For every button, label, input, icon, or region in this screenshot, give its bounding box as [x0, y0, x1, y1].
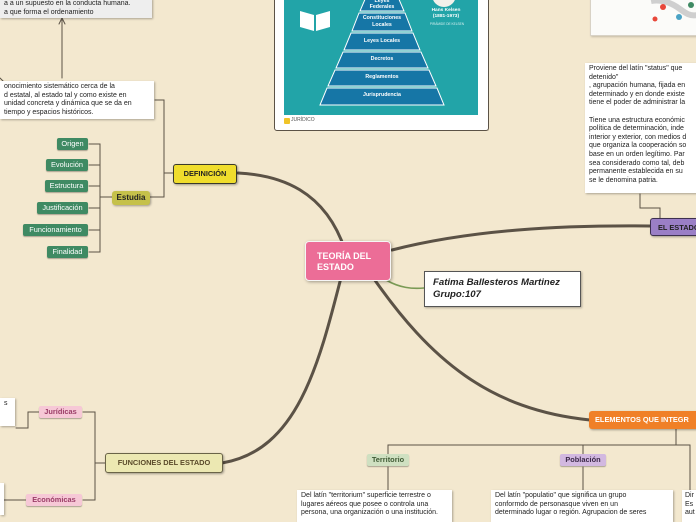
kelsen-image-footer: JURÍDICO: [291, 117, 315, 123]
item-finalidad[interactable]: Finalidad: [47, 246, 88, 258]
author-name: Fatima Ballesteros Martinez: [433, 277, 560, 288]
jurídico-logo-icon: [284, 118, 290, 124]
pyramid-level-1: Leyes Federales: [369, 0, 395, 10]
top-right-image: [590, 0, 696, 36]
book-icon: [300, 11, 330, 31]
pyramid-graphic: [300, 0, 455, 106]
central-topic[interactable]: TEORÍA DEL ESTADO: [305, 241, 391, 281]
funciones-topic[interactable]: FUNCIONES DEL ESTADO: [105, 453, 223, 473]
pyramid-level-2: Constituciones Locales: [362, 15, 402, 28]
el-estado-note: Proviene del latín "status" que detenido…: [585, 63, 696, 193]
economicas-subtopic[interactable]: Económicas: [26, 494, 82, 506]
kelsen-pyramid-image: Leyes Federales Constituciones Locales L…: [274, 0, 489, 131]
pyramid-level-3: Leyes Locales: [363, 38, 401, 44]
elementos-right-note: Dir Es aut: [682, 490, 696, 522]
central-topic-title: TEORÍA DEL ESTADO: [317, 251, 372, 272]
author-box[interactable]: Fatima Ballesteros Martinez Grupo:107: [424, 271, 581, 307]
poblacion-note: Del latín "populatio" que significa un g…: [491, 490, 673, 522]
territorio-subtopic[interactable]: Territorio: [367, 454, 409, 466]
kelsen-image-teal-panel: Leyes Federales Constituciones Locales L…: [284, 0, 478, 115]
item-origen[interactable]: Origen: [57, 138, 88, 150]
estudia-subtopic[interactable]: Estudia: [112, 191, 150, 205]
pyramid-level-6: Jurisprudencia: [363, 92, 401, 98]
pyramid-level-5: Reglamentos: [365, 74, 399, 80]
poblacion-subtopic[interactable]: Población: [560, 454, 606, 466]
author-group: Grupo:107: [433, 289, 481, 300]
el-estado-topic[interactable]: EL ESTADO: [650, 218, 696, 236]
item-justificacion[interactable]: Justificación: [37, 202, 88, 214]
kelsen-caption: PIRÁMIDE DE KELSEN: [429, 22, 465, 26]
juridicas-subtopic[interactable]: Jurídicas: [39, 406, 82, 418]
definicion-topic[interactable]: DEFINICIÓN: [173, 164, 237, 184]
definicion-top-note: a a un supuesto en la conducta humana. a…: [0, 0, 152, 18]
economicas-note-fragment: [0, 483, 4, 515]
item-funcionamiento[interactable]: Funcionamiento: [23, 224, 88, 236]
territorio-note: Del latín "territorium" superficie terre…: [297, 490, 452, 522]
elementos-topic[interactable]: ELEMENTOS QUE INTEGR: [589, 411, 696, 429]
map-graphic: [650, 0, 696, 22]
kelsen-author-name: Hans Kelsen (1881-1973): [431, 8, 461, 19]
pyramid-level-4: Decretos: [370, 56, 394, 62]
definicion-note: onocimiento sistemático cerca de la d es…: [0, 81, 154, 119]
item-estructura[interactable]: Estructura: [45, 180, 88, 192]
juridicas-note-fragment: s: [0, 398, 15, 426]
item-evolucion[interactable]: Evolución: [46, 159, 88, 171]
